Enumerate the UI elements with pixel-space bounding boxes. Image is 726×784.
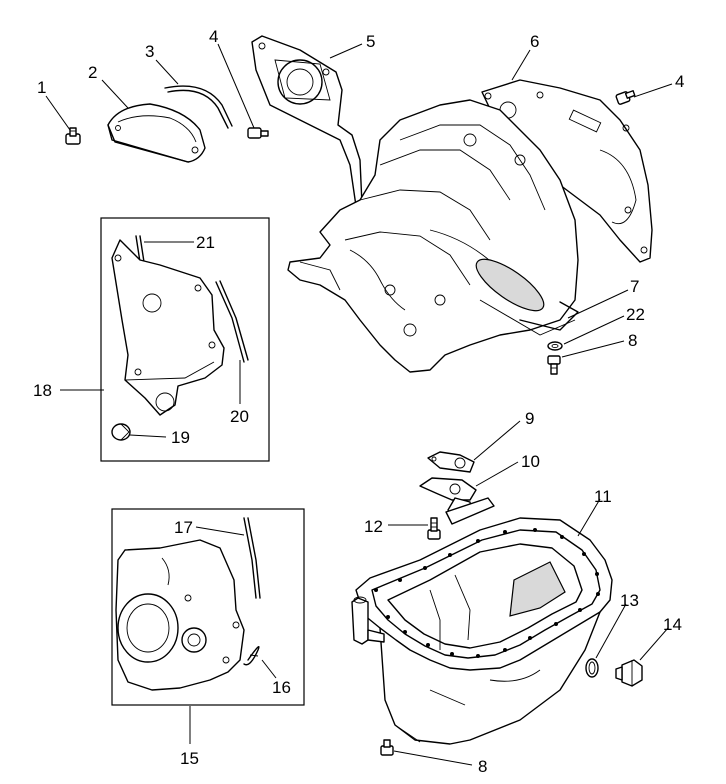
seal-part-17: [243, 517, 261, 599]
callout-21: 21: [196, 233, 215, 252]
callout-14: 14: [663, 615, 682, 634]
callout-4a: 4: [209, 27, 218, 46]
bolt-part-12: [427, 517, 441, 540]
group-box-part-18: [100, 217, 270, 462]
callout-3: 3: [145, 42, 154, 61]
callout-10: 10: [521, 452, 540, 471]
o-ring-part-13: [585, 658, 599, 678]
callout-8a: 8: [628, 331, 637, 350]
callout-12: 12: [364, 517, 383, 536]
bolt-part-4-right: [615, 90, 636, 105]
callout-1: 1: [37, 78, 46, 97]
callout-13: 13: [620, 591, 639, 610]
callout-19: 19: [171, 428, 190, 447]
callout-17: 17: [174, 518, 193, 537]
seal-part-20: [215, 280, 249, 363]
group-box-part-15: [111, 508, 305, 706]
drain-plug-part-14: [615, 659, 643, 687]
lower-cover-part-15: [115, 539, 245, 691]
callout-15: 15: [180, 749, 199, 768]
lower-timing-cover-part-18: [111, 239, 225, 416]
callout-20: 20: [230, 407, 249, 426]
callout-2: 2: [88, 63, 97, 82]
engine-block: [287, 99, 579, 373]
callout-4b: 4: [675, 72, 684, 91]
washer-part-22: [547, 341, 563, 351]
oil-pan-part-11: [351, 517, 613, 745]
oil-strainer-part-10: [419, 477, 495, 525]
callout-22: 22: [626, 305, 645, 324]
upper-timing-cover-part-2: [107, 103, 206, 163]
timing-back-plate-part-5: [251, 35, 363, 207]
callout-11: 11: [594, 487, 612, 506]
callout-16: 16: [272, 678, 291, 697]
leader-lines: [45, 43, 673, 766]
callout-6: 6: [530, 32, 539, 51]
oil-screen-gasket-part-9: [427, 451, 475, 473]
callout-18: 18: [33, 381, 52, 400]
callout-7: 7: [630, 277, 639, 296]
cover-seal-part-3: [164, 85, 233, 129]
bolt-part-1: [65, 127, 81, 145]
callout-labels: 1 2 3 4 5 6 4 21 18 20 19 7 22 8 9 10 11…: [33, 27, 684, 776]
clip-part-16: [243, 646, 260, 666]
callout-9: 9: [525, 409, 534, 428]
callout-8b: 8: [478, 757, 487, 776]
bolt-part-8-lower: [380, 739, 394, 756]
bolt-part-8-upper: [547, 355, 561, 375]
bolt-part-4-left: [247, 127, 269, 139]
callout-5: 5: [366, 32, 375, 51]
plug-part-19: [111, 423, 131, 441]
